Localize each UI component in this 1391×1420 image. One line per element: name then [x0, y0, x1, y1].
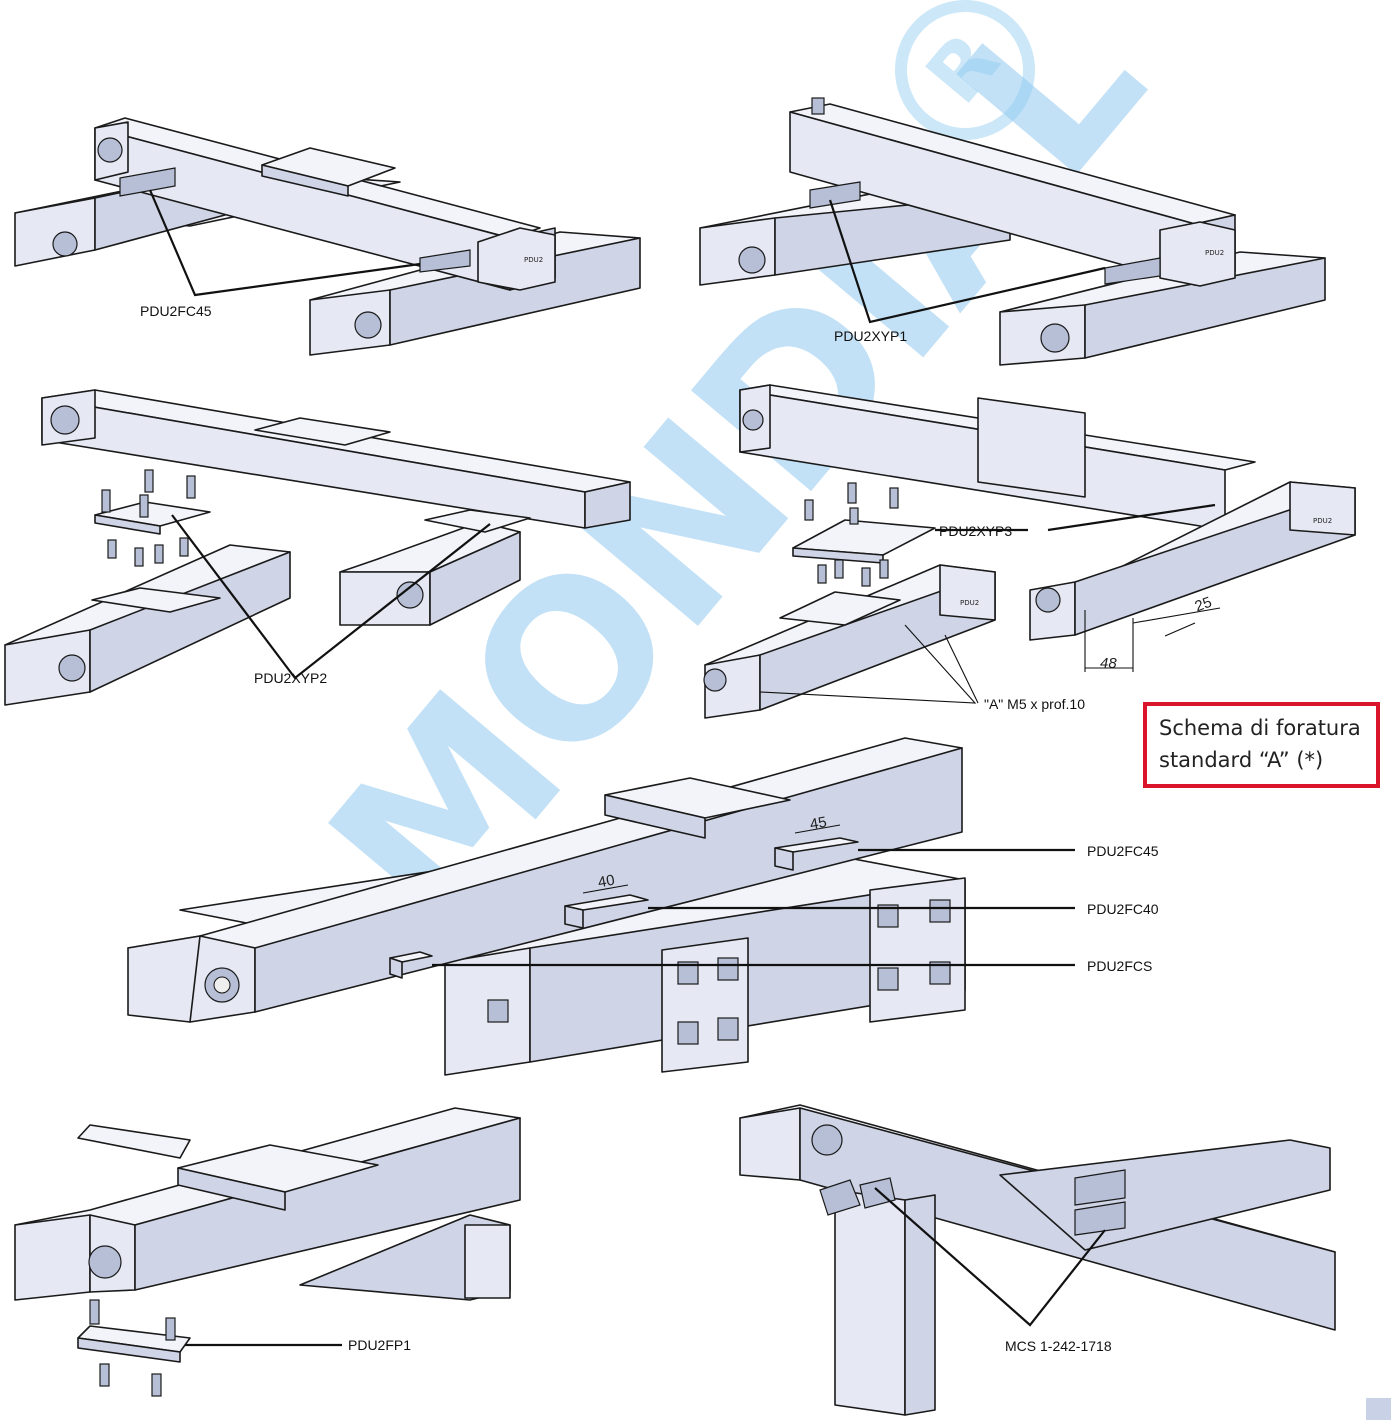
dimension-45: 45 [808, 813, 829, 834]
assembly-bottom-right [739, 1104, 1336, 1416]
label-mid-left: PDU2XYP2 [254, 670, 328, 686]
label-center-fc40: PDU2FC40 [1087, 901, 1159, 917]
label-center-fcs: PDU2FCS [1087, 958, 1153, 974]
drilling-scheme-note: Schema di foratura standard “A” (*) [1143, 702, 1380, 788]
dimension-48: 48 [1100, 655, 1117, 672]
label-thread-note: "A" M5 x prof.10 [984, 696, 1085, 712]
assembly-mid-right: PDU2 PDU2 [703, 384, 1356, 719]
end-cap-text: PDU2 [524, 256, 543, 264]
assembly-mid-left [4, 389, 631, 706]
label-bottom-left: PDU2FP1 [348, 1337, 412, 1353]
assembly-top-left: PDU2 [14, 117, 641, 356]
note-line-2: standard “A” (*) [1159, 748, 1324, 772]
label-center-fc45: PDU2FC45 [1087, 843, 1159, 859]
assembly-bottom-left [14, 1107, 521, 1397]
label-top-left: PDU2FC45 [140, 303, 212, 319]
label-mid-right: PDU2XYP3 [939, 523, 1013, 539]
assembly-top-right: PDU2 [699, 97, 1326, 366]
end-cap-text: PDU2 [1205, 249, 1224, 257]
page-corner-tab [1366, 1398, 1391, 1420]
end-cap-text: PDU2 [1313, 517, 1332, 525]
label-bottom-right: MCS 1-242-1718 [1005, 1338, 1112, 1354]
dimension-40: 40 [596, 871, 617, 892]
end-cap-text: PDU2 [960, 599, 979, 607]
assembly-center [127, 737, 1075, 1076]
note-line-1: Schema di foratura [1159, 716, 1361, 740]
label-top-right: PDU2XYP1 [834, 328, 908, 344]
